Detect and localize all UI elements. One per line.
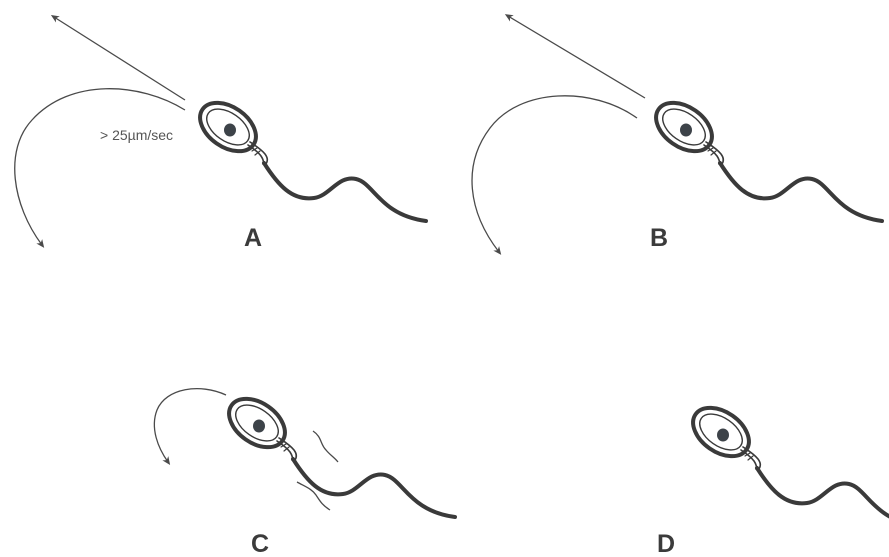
panel-a-circular-arrow — [14, 88, 186, 248]
panel-a-label: A — [244, 224, 262, 252]
panel-d-label: D — [657, 530, 675, 557]
panel-a: > 25µm/sec A — [14, 15, 428, 252]
panel-a-speed-label: > 25µm/sec — [100, 127, 173, 143]
panel-c-motion-line-lower — [296, 481, 331, 511]
panel-a-spermatozoon — [189, 90, 428, 223]
panel-b-direction-arrow — [504, 14, 646, 99]
panel-d: D — [657, 395, 889, 557]
panel-b-label: B — [650, 224, 668, 252]
panel-b-spermatozoon — [645, 90, 884, 223]
panel-c-spermatozoon — [218, 386, 457, 519]
panel-c: C — [153, 386, 457, 557]
panel-c-circular-arrow — [153, 388, 227, 465]
panel-d-spermatozoon — [682, 395, 889, 528]
panel-b-circular-arrow — [471, 95, 638, 255]
panel-b: B — [471, 14, 884, 255]
panel-c-motion-line-upper — [312, 430, 339, 463]
panel-a-direction-arrow — [50, 15, 186, 101]
panel-c-label: C — [251, 530, 269, 557]
